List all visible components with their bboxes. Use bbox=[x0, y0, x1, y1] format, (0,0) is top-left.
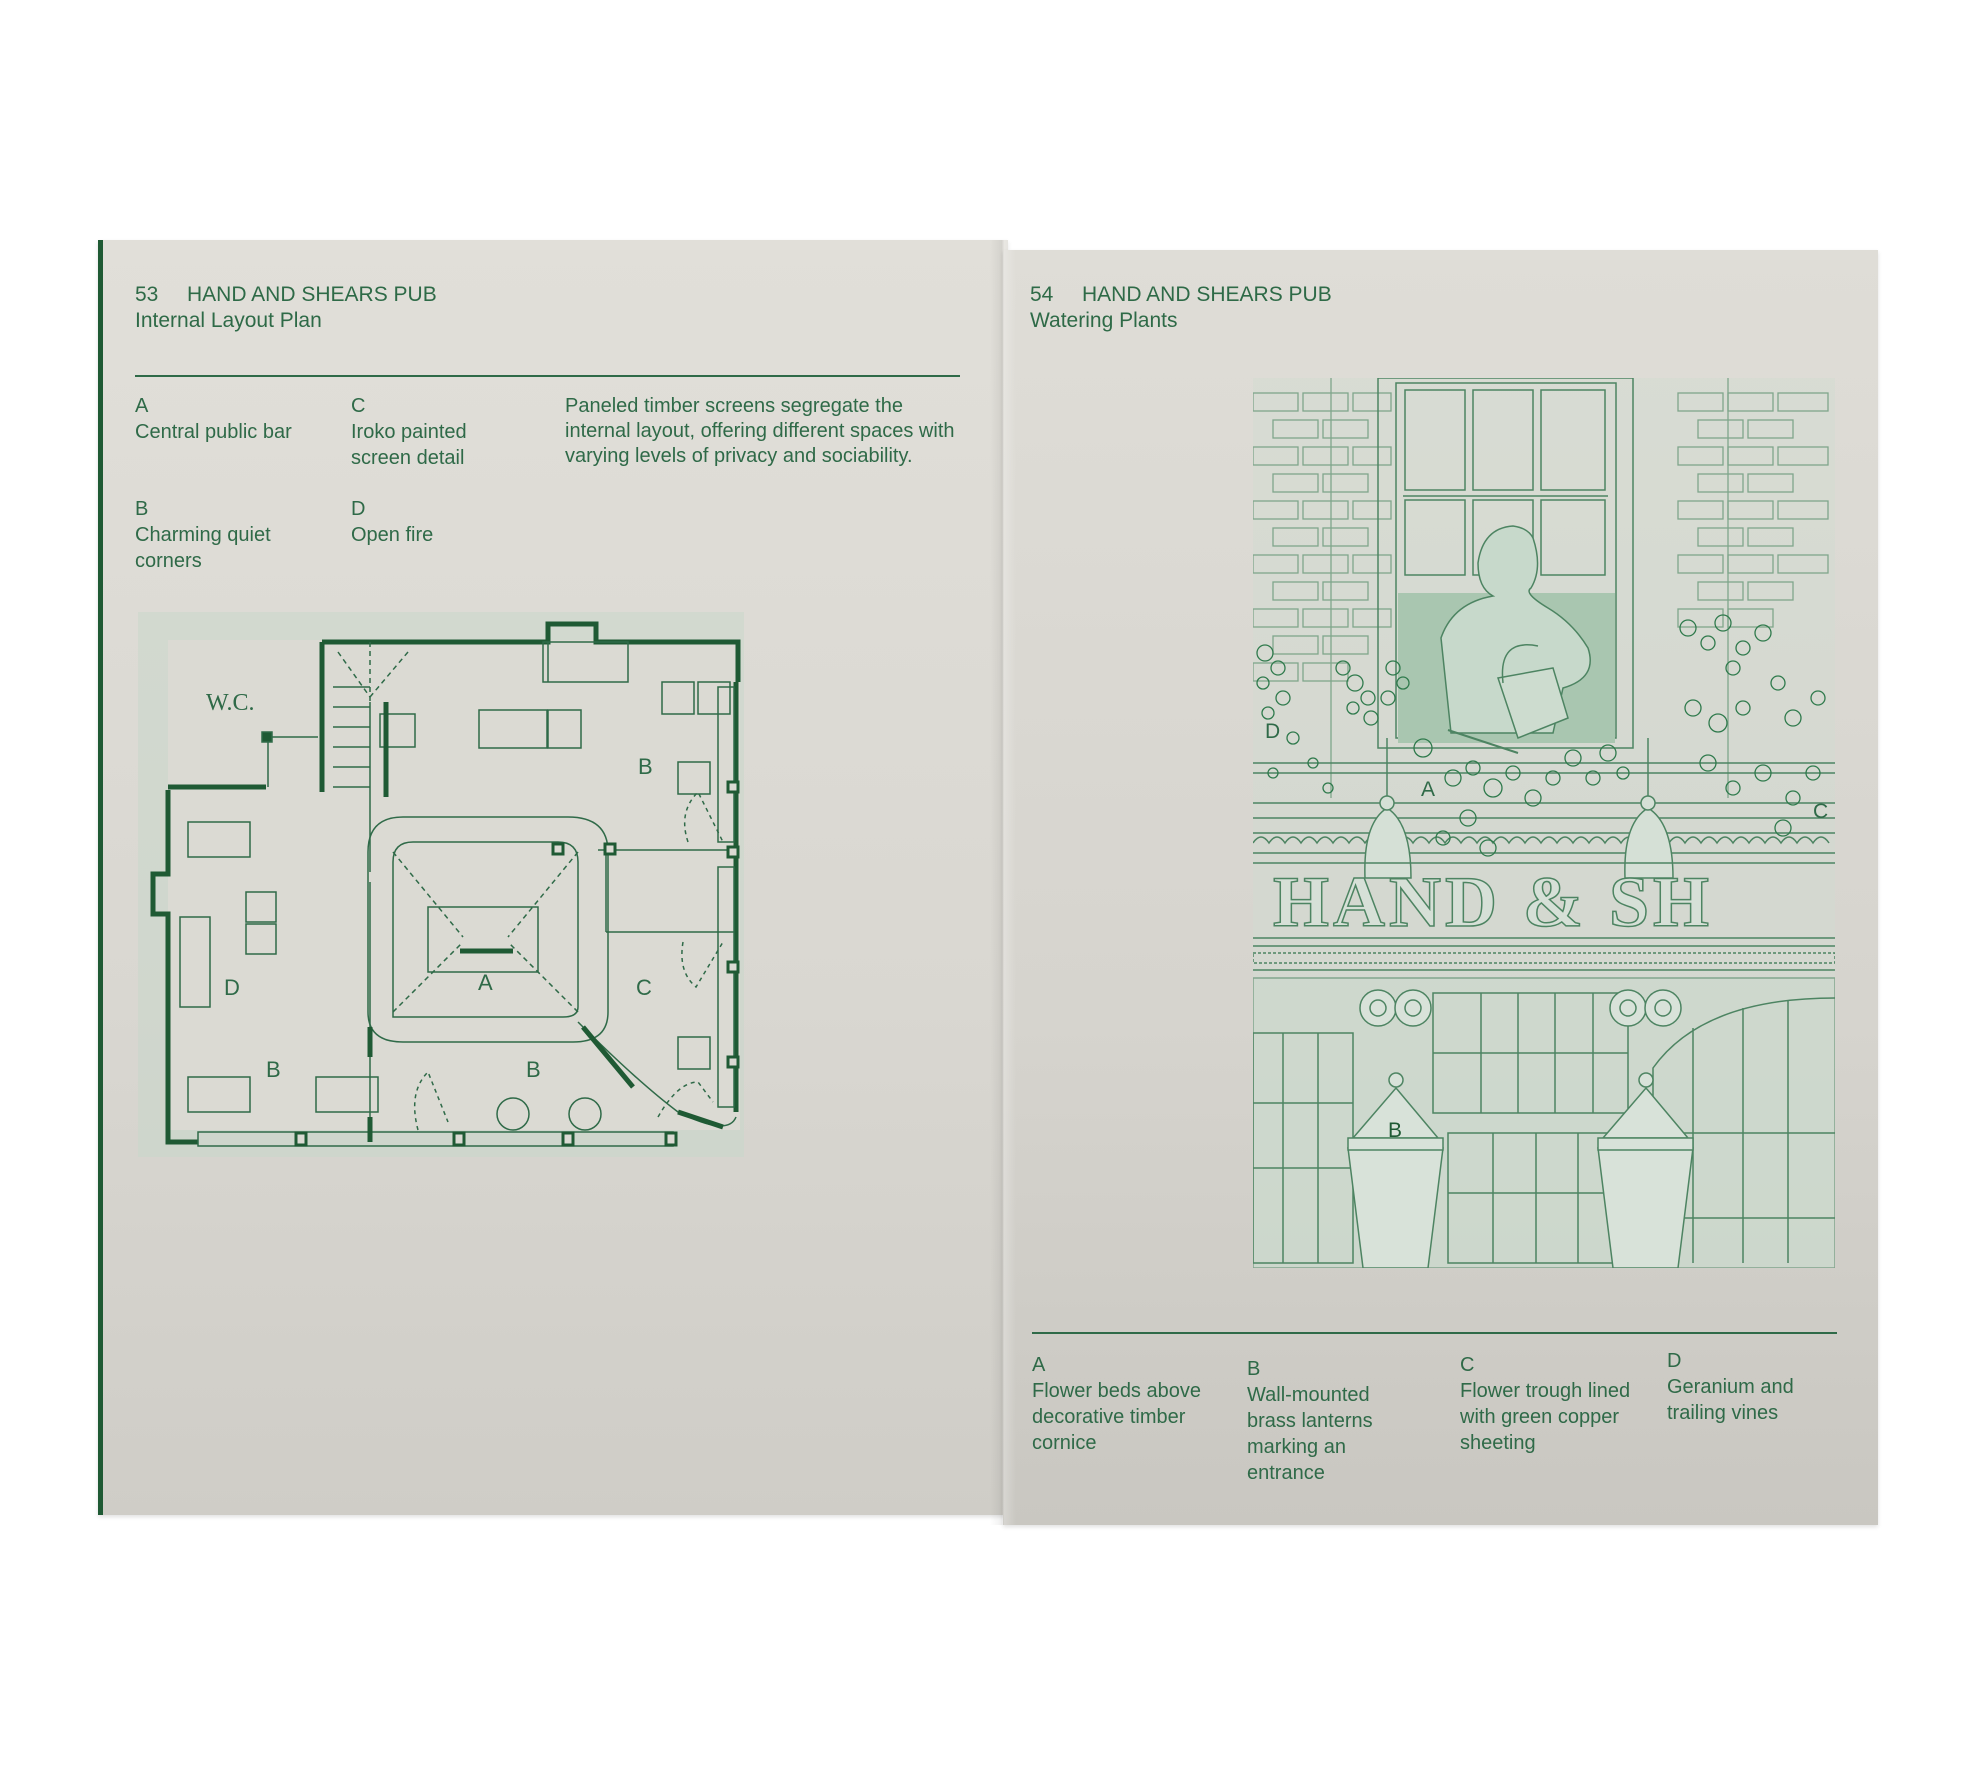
legend-key: B bbox=[1247, 1358, 1261, 1380]
right-legend-item-c: C Flower trough lined with green copper … bbox=[1460, 1352, 1640, 1456]
left-description: Paneled timber screens segregate the int… bbox=[565, 395, 955, 467]
illus-label-c: C bbox=[1813, 800, 1828, 823]
legend-text: Iroko painted screen detail bbox=[351, 421, 467, 469]
plan-label-wc: W.C. bbox=[206, 690, 254, 716]
left-legend-item-a: A Central public bar bbox=[135, 393, 325, 445]
legend-text: Charming quiet corners bbox=[135, 524, 271, 572]
legend-key: B bbox=[135, 498, 149, 520]
plan-label-b-top: B bbox=[638, 754, 653, 779]
legend-text: Central public bar bbox=[135, 421, 292, 443]
illus-label-d: D bbox=[1265, 720, 1280, 743]
left-legend-item-c: C Iroko painted screen detail bbox=[351, 393, 511, 471]
right-legend-item-b: B Wall-mounted brass lanterns marking an… bbox=[1247, 1356, 1417, 1486]
pub-sign-text: HAND & SH bbox=[1273, 862, 1713, 942]
right-page-title: HAND AND SHEARS PUB bbox=[1082, 283, 1332, 306]
floor-plan-illustration: W.C. A B B B C D bbox=[138, 612, 744, 1157]
left-running-head: 53 HAND AND SHEARS PUB Internal Layout Pl… bbox=[135, 282, 437, 334]
legend-text: Wall-mounted brass lanterns marking an e… bbox=[1247, 1384, 1373, 1484]
left-page-subtitle: Internal Layout Plan bbox=[135, 309, 322, 332]
legend-text: Flower beds above decorative timber corn… bbox=[1032, 1380, 1201, 1454]
plan-label-b-bottom: B bbox=[526, 1057, 541, 1082]
right-page bbox=[1003, 250, 1878, 1525]
legend-key: A bbox=[1032, 1354, 1046, 1376]
right-page-number: 54 bbox=[1030, 283, 1054, 306]
right-legend-item-a: A Flower beds above decorative timber co… bbox=[1032, 1352, 1202, 1456]
legend-key: A bbox=[135, 395, 149, 417]
legend-text: Open fire bbox=[351, 524, 434, 546]
plan-label-d: D bbox=[224, 975, 240, 1000]
illus-label-b: B bbox=[1388, 1119, 1402, 1142]
plan-label-a: A bbox=[478, 970, 493, 995]
plan-label-c: C bbox=[636, 975, 652, 1000]
legend-key: D bbox=[351, 498, 366, 520]
legend-key: C bbox=[351, 395, 366, 417]
right-legend-item-d: D Geranium and trailing vines bbox=[1667, 1348, 1827, 1426]
left-page-number: 53 bbox=[135, 283, 159, 306]
book-gutter bbox=[990, 240, 1016, 1525]
right-footer-rule bbox=[1032, 1332, 1837, 1334]
legend-text: Geranium and trailing vines bbox=[1667, 1376, 1794, 1424]
right-running-head: 54 HAND AND SHEARS PUB Watering Plants bbox=[1030, 282, 1332, 334]
right-page-subtitle: Watering Plants bbox=[1030, 309, 1178, 332]
legend-key: C bbox=[1460, 1354, 1475, 1376]
left-page-title: HAND AND SHEARS PUB bbox=[187, 283, 437, 306]
left-header-rule bbox=[135, 375, 960, 377]
illus-label-a: A bbox=[1421, 778, 1435, 801]
legend-text: Flower trough lined with green copper sh… bbox=[1460, 1380, 1631, 1454]
legend-key: D bbox=[1667, 1350, 1682, 1372]
plan-label-b-left: B bbox=[266, 1057, 281, 1082]
left-legend-item-b: B Charming quiet corners bbox=[135, 496, 325, 574]
watering-plants-illustration: HAND & SH bbox=[1253, 378, 1835, 1268]
left-legend-item-d: D Open fire bbox=[351, 496, 541, 548]
